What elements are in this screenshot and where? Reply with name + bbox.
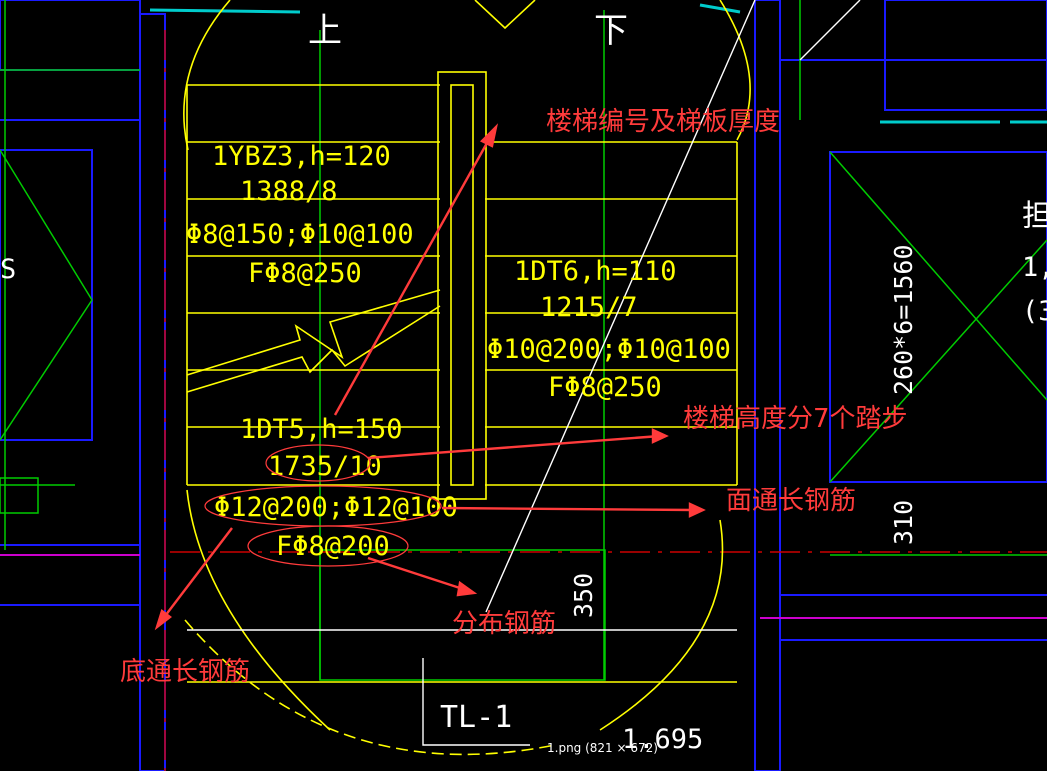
highlight-ellipses [204,444,442,567]
annotation-stair-height: 楼梯高度分7个踏步 [683,404,908,434]
flight-lower-distribution: FΦ8@200 [276,531,390,562]
annotation-bottom-rebar: 底通长钢筋 [120,657,250,687]
flight-left-bottom-bars: Φ8@150;Φ10@100 [186,219,414,250]
flight-right-code: 1DT6,h=110 [514,256,677,287]
flight-lower-code: 1DT5,h=150 [240,414,403,445]
left-edge-letter: S [0,254,16,285]
image-caption: 1.png (821 × 672) [547,741,658,755]
flight-left-distribution: FΦ8@250 [248,258,362,289]
dim-right-vertical: 260*6=1560 [889,244,918,395]
flight-right-bottom-bars: Φ10@200;Φ10@100 [487,334,731,365]
right-edge-char: 担 [1022,199,1047,234]
right-edge-text: 1, [1022,252,1047,283]
annotation-stair-code: 楼梯编号及梯板厚度 [546,107,780,137]
right-edge-paren: (3 [1022,296,1047,327]
flight-left-code: 1YBZ3,h=120 [212,141,391,172]
cyan-lines [149,3,1047,124]
flight-right-dims: 1215/7 [540,292,638,323]
flight-right-distribution: FΦ8@250 [548,372,662,403]
direction-up-label: 上 [308,11,342,51]
magenta-lines [0,554,1047,619]
flight-left-labels: 1YBZ3,h=120 1388/8 Φ8@150;Φ10@100 FΦ8@25… [186,141,414,289]
flight-lower-labels: 1DT5,h=150 1735/10 Φ12@200;Φ12@100 FΦ8@2… [214,414,458,562]
axis-line [164,30,1047,771]
flight-left-dims: 1388/8 [240,176,338,207]
dim-350: 350 [569,573,598,618]
grid-lines [0,0,1047,681]
annotation-top-rebar: 面通长钢筋 [726,486,856,516]
annotation-distribution-rebar: 分布钢筋 [452,609,556,639]
stair-outline [183,0,751,756]
direction-down-label: 下 [594,11,628,51]
flight-right-labels: 1DT6,h=110 1215/7 Φ10@200;Φ10@100 FΦ8@25… [487,256,731,403]
flight-lower-dims: 1735/10 [268,451,382,482]
annotation-arrows [154,123,706,631]
flight-lower-bottom-bars: Φ12@200;Φ12@100 [214,492,458,523]
beam-label: TL-1 [440,700,512,735]
elevation-label: 1.695 [622,724,703,755]
dim-right-small: 310 [889,500,918,545]
white-lines [187,0,861,746]
